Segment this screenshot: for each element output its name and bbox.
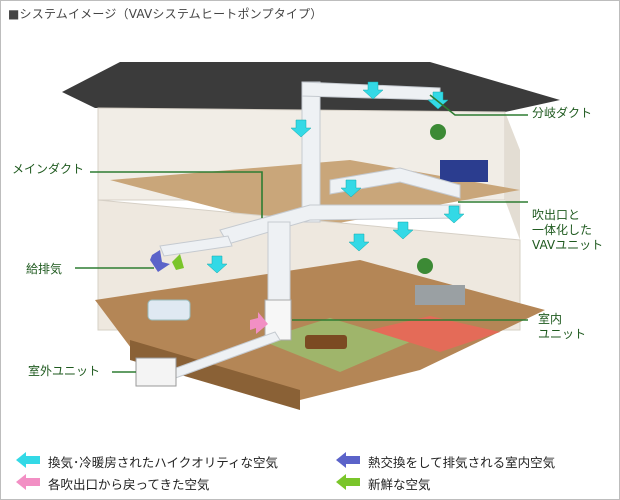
label-branch-duct: 分岐ダクト <box>532 106 593 120</box>
floor-heating-mat <box>370 316 500 352</box>
label-indoor-line1: 室内 <box>538 312 563 326</box>
exhaust-arrow-purple <box>150 250 170 272</box>
airflow-arrow-cyan <box>362 81 384 100</box>
label-vav-line3: VAVユニット <box>532 238 604 252</box>
label-main-duct: メインダクト <box>12 162 85 176</box>
label-vav-line1: 吹出口と <box>532 208 581 222</box>
main-duct-lower <box>267 221 291 313</box>
upper-side-wall <box>505 112 520 240</box>
label-indoor-unit: 室内 ユニット <box>538 312 586 342</box>
branch-duct-upper <box>329 167 461 199</box>
airflow-arrow-cyan <box>290 119 312 138</box>
indoor-unit <box>264 299 292 341</box>
legend-arrow-pink <box>16 474 40 490</box>
bed <box>440 160 488 182</box>
label-supply-exhaust: 給排気 <box>26 262 63 276</box>
page-title: ■システムイメージ（VAVシステムヒートポンプタイプ） <box>8 7 323 21</box>
label-vav-line2: 一体化した <box>532 223 593 237</box>
return-air-arrow-pink <box>250 312 268 334</box>
plant-living <box>417 258 433 274</box>
legend-arrow-cyan <box>16 452 40 468</box>
main-duct-vertical <box>301 81 321 223</box>
legend-item-conditioned-air: 換気･冷暖房されたハイクオリティな空気 <box>48 455 279 470</box>
airflow-arrow-cyan <box>340 179 362 198</box>
legend-arrow-purple <box>336 452 360 468</box>
fresh-air-arrow-green <box>172 254 184 270</box>
label-indoor-line2: ユニット <box>538 327 587 341</box>
sofa <box>415 285 465 305</box>
legend-arrow-green <box>336 474 360 490</box>
leader-line-main-duct <box>90 171 263 218</box>
airflow-arrow-cyan <box>348 233 370 252</box>
outdoor-unit <box>135 357 177 387</box>
legend-arrows <box>16 452 360 490</box>
legend-item-fresh-air: 新鮮な空気 <box>368 477 431 492</box>
label-outdoor-unit: 室外ユニット <box>28 364 101 378</box>
airflow-arrow-cyan <box>443 205 465 224</box>
supply-exhaust-duct <box>159 235 233 257</box>
leader-line-branch-duct <box>429 94 528 116</box>
legend-item-return-air: 各吹出口から戻ってきた空気 <box>48 477 210 492</box>
label-vav-unit: 吹出口と 一体化した VAVユニット <box>532 208 603 253</box>
airflow-arrow-cyan <box>206 255 228 274</box>
bathtub <box>147 299 191 321</box>
airflow-arrow-cyan <box>392 221 414 240</box>
legend-item-exhaust-air: 熱交換をして排気される室内空気 <box>368 455 556 470</box>
plant-upstairs <box>430 124 446 140</box>
low-table <box>305 335 347 349</box>
